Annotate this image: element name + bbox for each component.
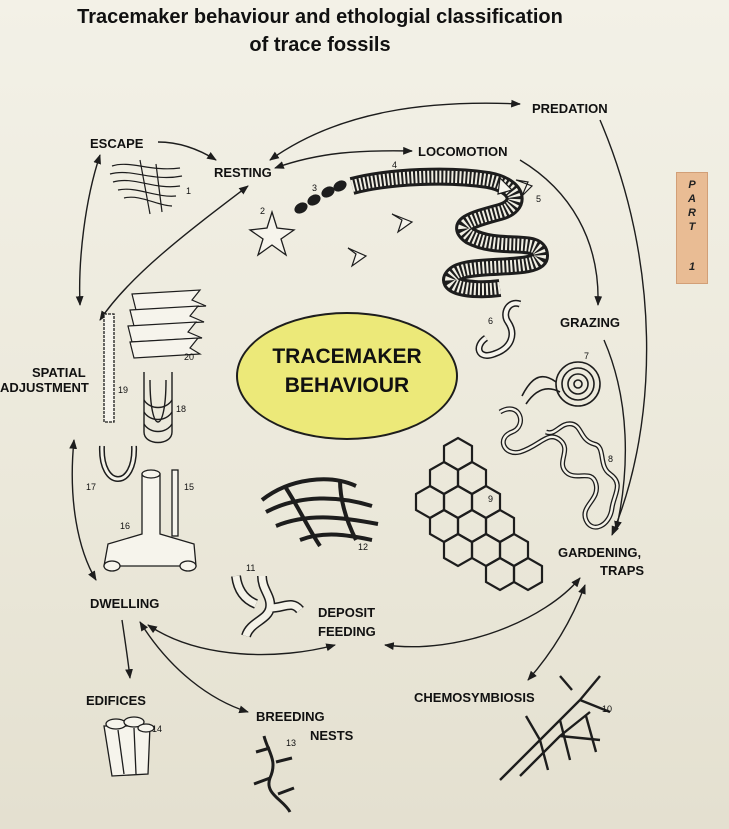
fossil-18-spreite-burrow — [143, 372, 173, 444]
fossil-6-grazing-trail — [475, 299, 522, 359]
label-resting: RESTING — [214, 165, 272, 180]
part-tab-number: 1 — [688, 261, 696, 273]
specimen-number: 13 — [286, 738, 297, 748]
label-spatial-adjustment-line-1: SPATIAL — [32, 365, 86, 380]
part-tab-letter: R — [688, 207, 696, 219]
center-ellipse — [236, 312, 458, 440]
specimen-number: 2 — [260, 206, 266, 216]
specimen-number: 6 — [488, 316, 494, 326]
label-gardening-line-1: GARDENING, — [558, 545, 642, 560]
specimen-number: 15 — [184, 482, 195, 492]
label-dwelling: DWELLING — [90, 596, 160, 611]
specimen-number: 17 — [86, 482, 97, 492]
fossil-14-edifice — [103, 716, 155, 777]
arrow-gardening-chemosymbiosis — [527, 584, 586, 681]
specimen-number: 4 — [392, 160, 398, 170]
arrow-dwelling-deposit — [147, 624, 336, 656]
part-tab-letter: P — [688, 179, 696, 191]
title-line-2: of trace fossils — [249, 34, 391, 56]
specimen-number: 11 — [246, 563, 256, 573]
fossil-9-hexagonal-net — [414, 436, 544, 592]
specimen-number: 3 — [312, 183, 318, 193]
fossil-13-breeding-nest — [253, 735, 295, 813]
arrow-escape-spatial — [75, 154, 101, 306]
arrow-resting-locomotion — [274, 146, 413, 169]
label-chemosymbiosis: CHEMOSYMBIOSIS — [414, 690, 535, 705]
part-tab-letter: T — [688, 221, 696, 233]
arrow-dwelling-edifices — [121, 619, 133, 679]
arrow-dwelling-breeding — [139, 621, 249, 714]
fossil-3-pad-trace — [294, 180, 347, 214]
label-locomotion: LOCOMOTION — [418, 144, 508, 159]
specimen-number: 8 — [608, 454, 614, 464]
fossil-7-spiral-trace — [521, 361, 601, 407]
label-gardening-line-2: TRAPS — [600, 563, 645, 578]
specimen-number: 19 — [118, 385, 129, 395]
arrow-escape-resting — [157, 141, 217, 161]
fossil-12-rosette-burrow — [260, 477, 379, 548]
specimen-number: 16 — [120, 521, 131, 531]
title-line-1: Tracemaker behaviour and ethologial clas… — [77, 6, 563, 28]
part-tab-letter: A — [688, 193, 696, 205]
fossil-16-dwelling-burrow — [103, 469, 197, 572]
center-title-line-1: TRACEMAKER — [272, 345, 422, 368]
label-edifices: EDIFICES — [86, 693, 146, 708]
label-breeding-nests-line-2: NESTS — [310, 728, 354, 743]
arrow-resting-predation — [269, 99, 521, 161]
specimen-number: 5 — [536, 194, 542, 204]
label-predation: PREDATION — [532, 101, 608, 116]
fossil-19-segmented-tube — [103, 313, 115, 423]
specimen-number: 14 — [152, 724, 163, 734]
fossil-2-star-trace — [248, 209, 296, 257]
specimen-number: 18 — [176, 404, 187, 414]
specimen-number: 20 — [184, 352, 195, 362]
arrow-spatial-dwelling — [69, 439, 97, 581]
fossil-15-vertical-tube — [171, 469, 179, 537]
label-deposit-feeding-line-1: DEPOSIT — [318, 605, 376, 620]
fossil-20-stacked-trace — [127, 289, 207, 359]
label-escape: ESCAPE — [90, 136, 144, 151]
arrow-deposit-gardening — [384, 577, 581, 651]
part-side-tab: P A R T 1 — [676, 172, 708, 284]
arrow-predation-gardening — [599, 119, 648, 536]
arrow-resting-spatial — [99, 185, 249, 321]
fossil-5-track — [347, 176, 534, 268]
fossil-4-locomotion-trail — [349, 167, 550, 299]
fossil-10-chemosymbiotic-burrow — [499, 675, 611, 781]
specimen-number: 12 — [358, 542, 369, 552]
label-breeding-nests-line-1: BREEDING — [256, 709, 325, 724]
specimen-number: 10 — [602, 704, 613, 714]
arrow-grazing-gardening — [603, 339, 627, 531]
label-spatial-adjustment-line-2: ADJUSTMENT — [0, 380, 89, 395]
label-deposit-feeding-line-2: FEEDING — [318, 624, 376, 639]
specimen-number: 1 — [186, 186, 192, 196]
fossil-17-u-burrow — [98, 445, 138, 482]
specimen-number: 7 — [584, 351, 590, 361]
arrow-locomotion-grazing — [519, 159, 603, 306]
center-title-line-2: BEHAVIOUR — [284, 374, 410, 397]
specimen-number: 9 — [488, 494, 494, 504]
label-grazing: GRAZING — [560, 315, 620, 330]
fossil-1-escape-trace — [109, 159, 183, 215]
